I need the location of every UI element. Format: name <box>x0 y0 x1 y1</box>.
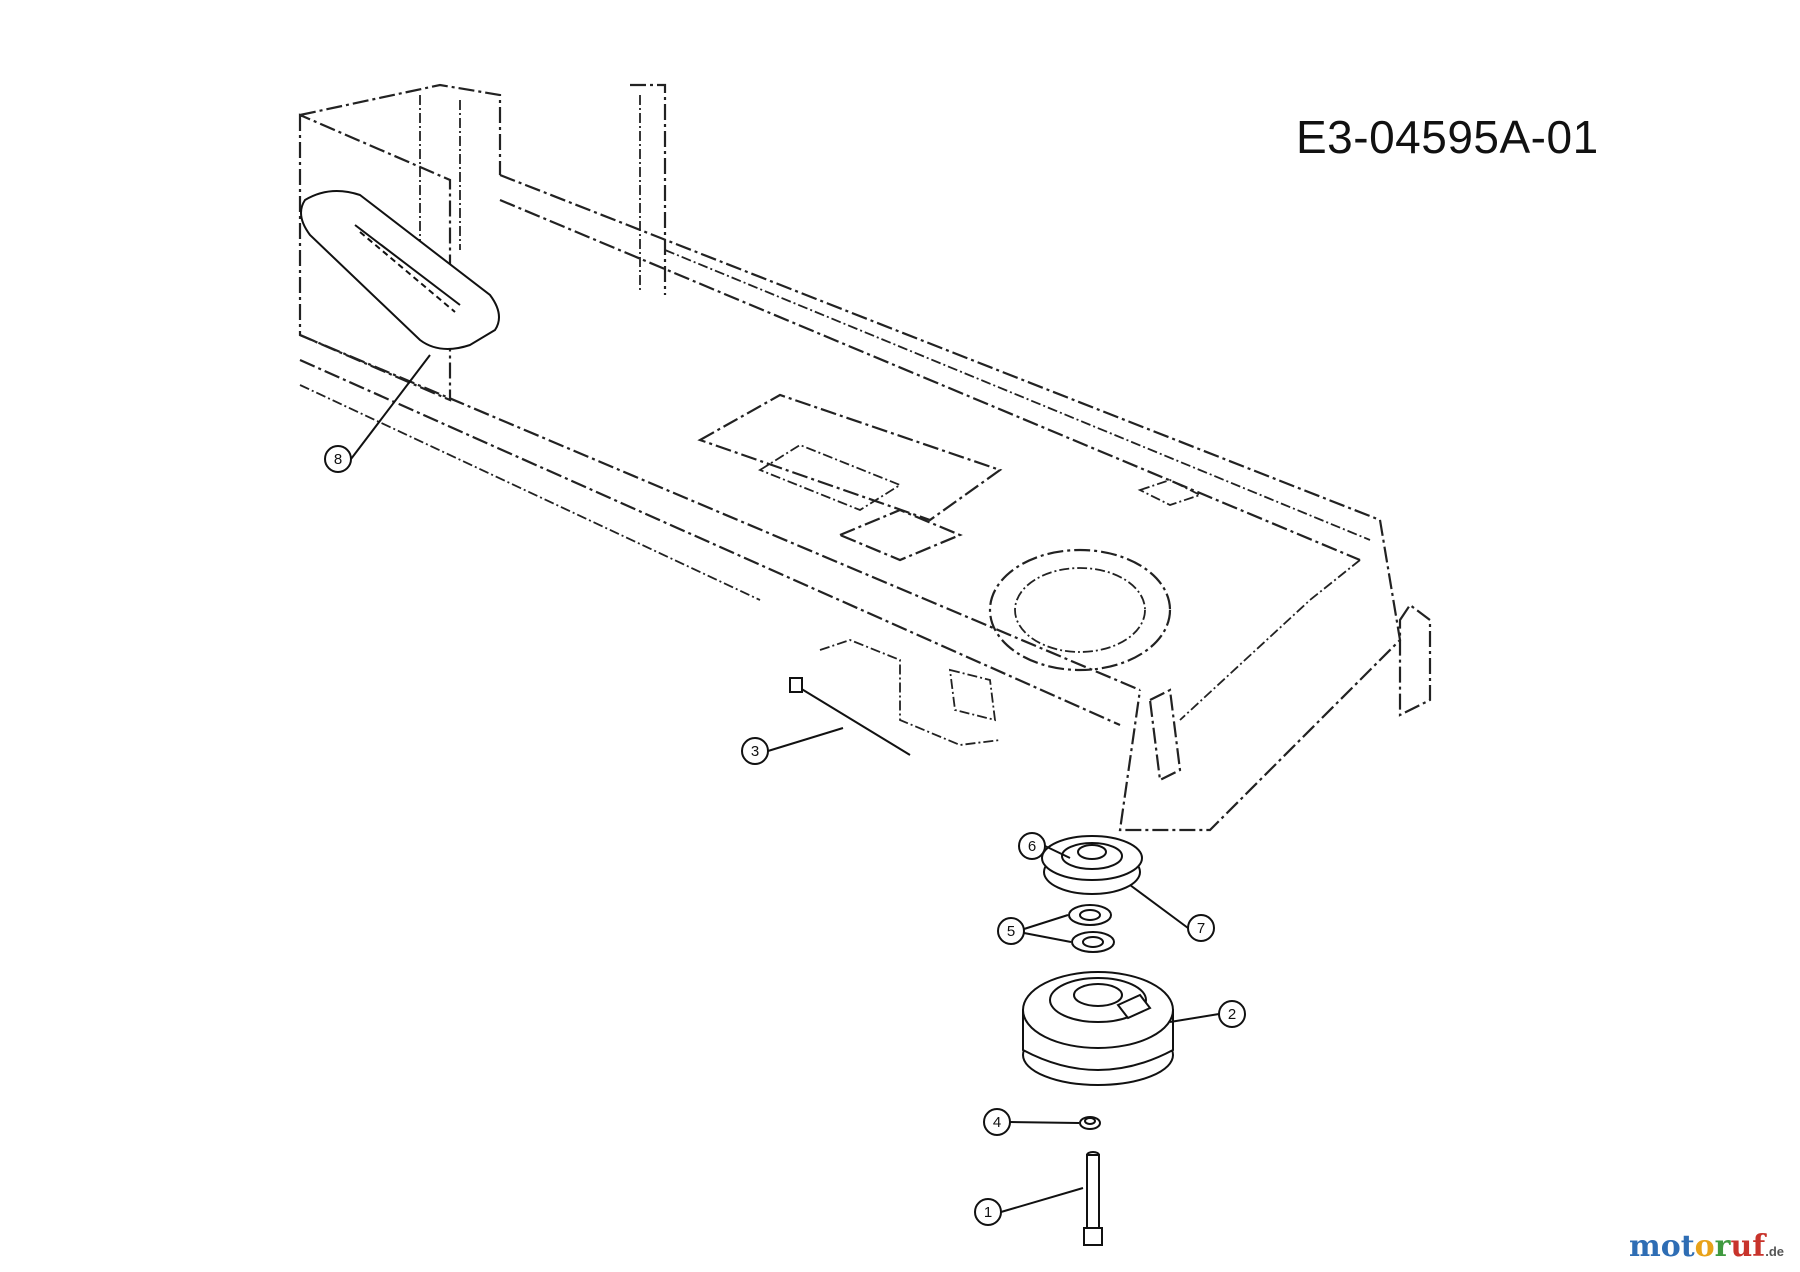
part-2-pto-clutch <box>1022 971 1174 1086</box>
watermark-letter: u <box>1730 1229 1753 1264</box>
watermark-letter: r <box>1714 1229 1731 1264</box>
part-3-cable-tie <box>789 677 911 756</box>
callout-6: 6 <box>1018 832 1071 860</box>
callout-label: 7 <box>1197 920 1205 937</box>
watermark-letter: t <box>1680 1229 1695 1264</box>
callout-label: 4 <box>993 1114 1001 1131</box>
callout-5: 5 <box>997 914 1072 945</box>
watermark-suffix: .de <box>1765 1244 1784 1259</box>
callout-label: 2 <box>1228 1006 1236 1023</box>
callout-1: 1 <box>974 1187 1084 1226</box>
callout-label: 5 <box>1007 923 1015 940</box>
callout-4: 4 <box>983 1108 1080 1136</box>
callout-2: 2 <box>1169 1000 1246 1028</box>
callout-label: 3 <box>751 743 759 760</box>
tractor-frame <box>298 83 1432 832</box>
part-1-bolt <box>1083 1151 1103 1246</box>
part-5-washers <box>1068 904 1115 953</box>
callout-7: 7 <box>1129 884 1215 942</box>
callout-label: 6 <box>1028 838 1036 855</box>
callout-8: 8 <box>324 354 431 473</box>
callout-3: 3 <box>741 727 844 765</box>
watermark-logo: motoruf.de <box>1629 1229 1784 1264</box>
callout-label: 8 <box>334 451 342 468</box>
part-4-nut <box>1079 1116 1101 1130</box>
watermark-letter: f <box>1752 1229 1766 1264</box>
watermark-letter: m <box>1629 1229 1661 1264</box>
watermark-letter: o <box>1660 1229 1681 1264</box>
watermark-letter: o <box>1694 1229 1715 1264</box>
callout-label: 1 <box>984 1204 992 1221</box>
part-8-height-plate <box>300 190 500 350</box>
drawing-code: E3-04595A-01 <box>1296 111 1599 163</box>
part-6-7-pulley <box>1041 835 1143 895</box>
